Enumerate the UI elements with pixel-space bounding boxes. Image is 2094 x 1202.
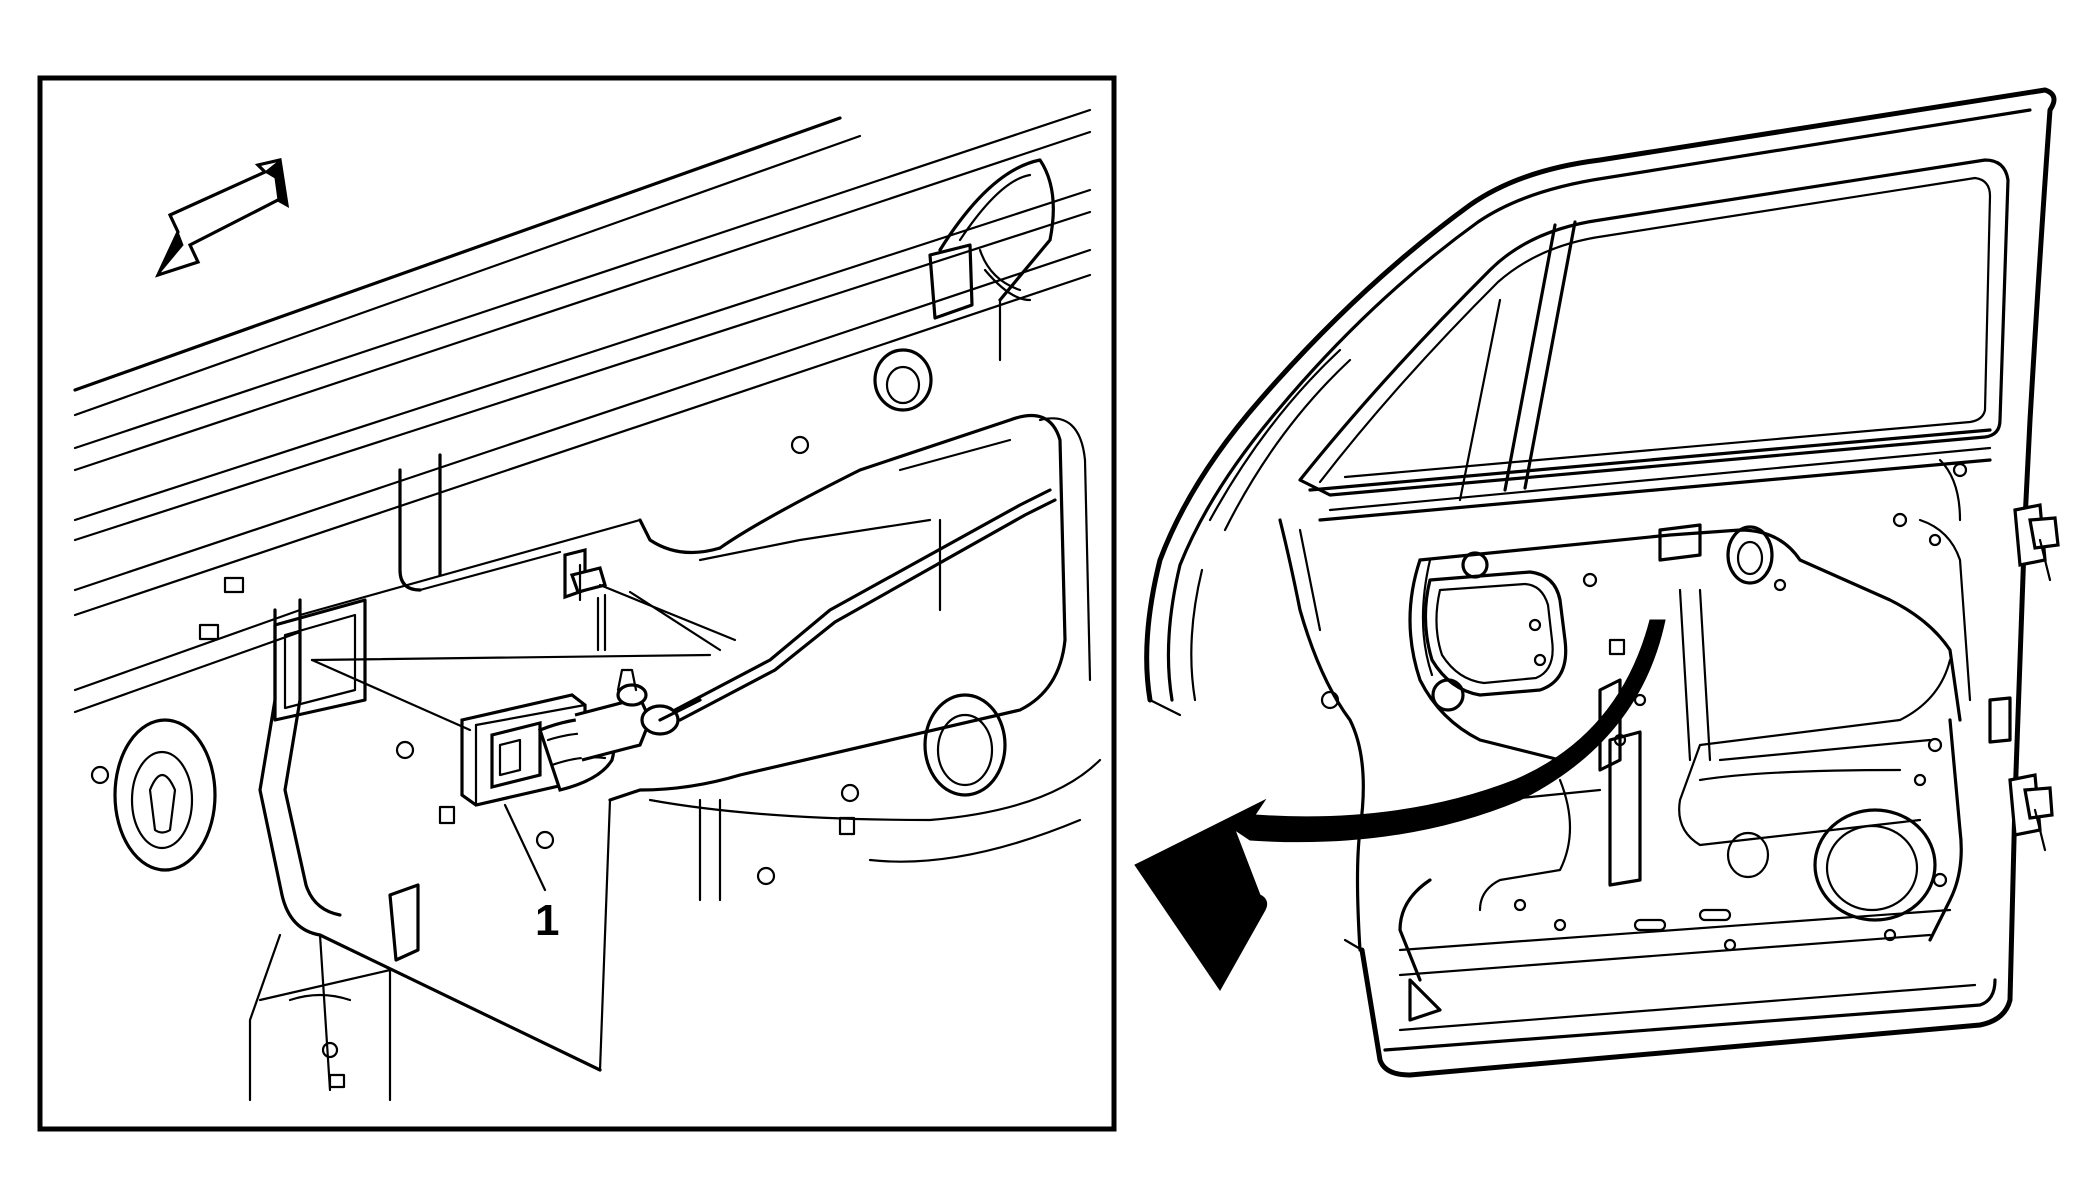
door-fastener-holes [1320, 462, 1968, 1022]
door-assembly-view [1134, 87, 2060, 1078]
panel-fastener-holes [90, 435, 860, 1089]
glass-run-bracket [928, 158, 1055, 362]
detail-view: 1 [37, 75, 1117, 1132]
belt-molding-lines [73, 108, 1092, 714]
installation-guide-lines [310, 583, 737, 732]
door-access-openings [1423, 523, 1937, 922]
door-outer-shell [1144, 87, 2057, 1078]
access-holes [113, 348, 1007, 872]
inside-door-handle [460, 668, 702, 807]
inner-panel-frame [248, 413, 1102, 1102]
window-frame [1208, 158, 2010, 532]
callout-1-label: 1 [535, 896, 559, 945]
door-latch-cable [673, 488, 1057, 722]
front-direction-arrow-icon [154, 158, 290, 278]
callout-1: 1 [503, 803, 559, 945]
door-inner-panel [1278, 458, 1972, 982]
door-panel-removal-arrow-icon [1134, 619, 1666, 991]
door-hinges [1988, 503, 2060, 852]
handle-pocket-opening [273, 598, 367, 722]
cable-clip [563, 547, 608, 652]
